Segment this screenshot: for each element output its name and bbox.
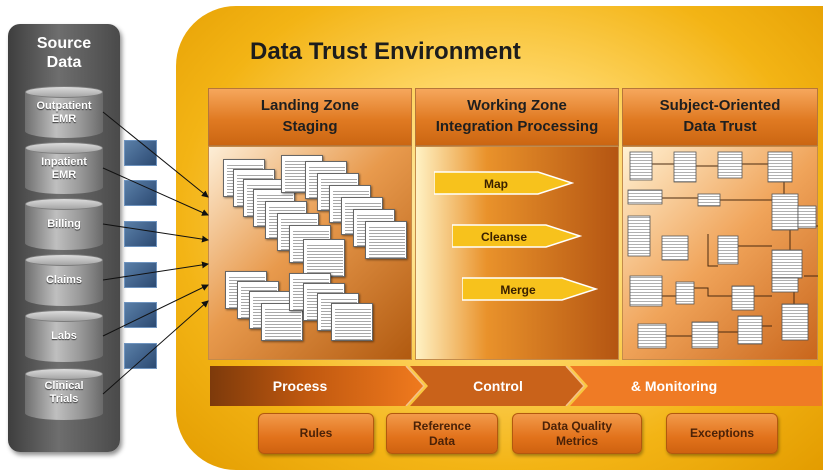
landing-zone-body — [208, 146, 412, 360]
source-title-line2: Data — [46, 54, 82, 71]
cylinder-top — [25, 310, 103, 322]
cylinder-body — [25, 148, 103, 194]
source-title-line1: Source — [36, 35, 92, 52]
source-labs[interactable]: Labs — [25, 310, 103, 362]
step-map-arrow[interactable]: Map — [434, 170, 574, 196]
source-label: Claims — [45, 274, 83, 286]
staged-document — [331, 303, 373, 341]
monitoring-label: & Monitoring — [631, 378, 717, 394]
cylinder-body — [25, 204, 103, 250]
step-merge-label: Merge — [500, 283, 536, 297]
source-data-title: Source Data — [8, 34, 120, 72]
staged-document — [303, 239, 345, 277]
source-claims[interactable]: Claims — [25, 254, 103, 306]
connector-square — [124, 140, 157, 166]
monitoring-segment — [570, 366, 822, 406]
rules-box[interactable]: Rules — [258, 413, 374, 454]
cylinder-top — [25, 254, 103, 266]
step-cleanse-arrow[interactable]: Cleanse — [452, 223, 582, 249]
source-label: Billing — [47, 218, 81, 230]
process-segment — [210, 366, 424, 406]
step-arrow-shape — [434, 171, 574, 195]
environment-title: Data Trust Environment — [250, 38, 521, 65]
staged-document — [365, 221, 407, 259]
step-merge-arrow[interactable]: Merge — [462, 276, 598, 302]
step-map-label: Map — [484, 177, 508, 191]
source-billing[interactable]: Billing — [25, 198, 103, 250]
process-label: Process — [273, 378, 328, 394]
cylinder-body — [25, 316, 103, 362]
connector-square — [124, 262, 157, 288]
step-cleanse-label: Cleanse — [481, 230, 527, 244]
step-arrow-shape — [462, 277, 598, 301]
step-arrow-shape — [452, 224, 582, 248]
cylinder-top — [25, 198, 103, 210]
process-control-monitoring-bar: Process Control & Monitoring — [210, 366, 822, 406]
data-model-diagram — [627, 151, 818, 349]
connector-square — [124, 343, 157, 369]
control-label: Control — [473, 378, 523, 394]
cylinder-top — [25, 142, 103, 154]
data-tables — [627, 151, 817, 349]
connector-square — [124, 221, 157, 247]
cylinder-body — [25, 374, 103, 420]
exceptions-box[interactable]: Exceptions — [666, 413, 778, 454]
source-label: Labs — [51, 330, 77, 342]
cylinder-top — [25, 86, 103, 98]
cylinder-top — [25, 368, 103, 380]
control-segment — [410, 366, 584, 406]
cylinder-body — [25, 260, 103, 306]
relationship-lines — [643, 163, 818, 337]
cylinder-body — [25, 92, 103, 138]
